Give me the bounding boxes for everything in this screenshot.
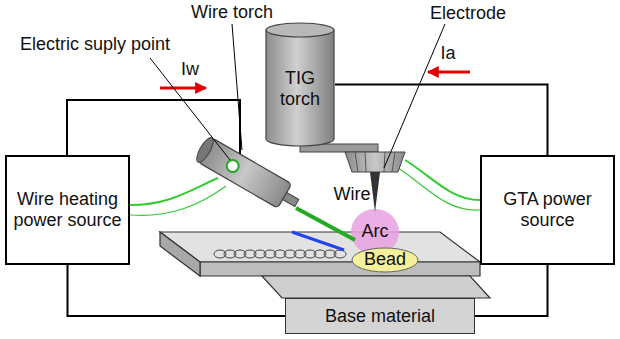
current-arrow — [160, 87, 206, 90]
torch-cylinder: TIG torch — [265, 22, 335, 147]
callout-label: Wire — [334, 185, 371, 205]
node-label: Wire heating power source — [13, 189, 122, 230]
callout-label: Ia — [440, 44, 455, 64]
green-cable — [130, 186, 226, 215]
callout-label: Iw — [181, 60, 199, 80]
electrode — [370, 172, 380, 212]
wire-torch-cap — [194, 135, 217, 164]
plate-side — [160, 232, 200, 276]
callout-label: Electric suply point — [20, 35, 170, 55]
power-cable — [475, 265, 548, 316]
power-source-box: GTA power source — [480, 155, 615, 265]
leader-line — [150, 58, 230, 160]
molten-pool — [352, 248, 418, 272]
leader-line — [232, 24, 242, 150]
cylinder-top — [266, 23, 334, 37]
wire-torch — [194, 135, 304, 215]
callout-label: Bead — [364, 250, 406, 270]
plate-front — [200, 262, 480, 276]
nozzle-ridge — [392, 152, 395, 172]
green-cable — [398, 168, 480, 210]
power-cable — [68, 265, 286, 316]
base-block: Base material — [285, 298, 475, 334]
wire-torch-body — [198, 138, 292, 208]
current-arrow — [428, 71, 470, 74]
node-label: TIG torch — [269, 68, 331, 109]
power-source-box: Wire heating power source — [5, 155, 130, 265]
blue-stream — [292, 232, 344, 250]
green-cable — [405, 160, 480, 200]
green-cable — [130, 178, 218, 205]
nozzle-ridge — [365, 152, 366, 172]
bead-ripples — [214, 250, 346, 258]
callout-label: Arc — [362, 222, 389, 242]
nozzle-ridge — [384, 152, 385, 172]
wire-tip — [283, 193, 299, 207]
ripple — [334, 250, 346, 258]
leader-line — [384, 24, 445, 168]
callout-label: Wire torch — [191, 3, 273, 23]
cylinder-body — [266, 30, 334, 146]
node-label: Base material — [325, 306, 435, 327]
node-label: GTA power source — [488, 189, 607, 230]
block-top — [262, 276, 490, 298]
supply-point — [225, 158, 241, 174]
plate-top — [160, 232, 480, 262]
filler-wire — [296, 208, 355, 240]
callout-label: Electrode — [430, 4, 506, 24]
power-cable — [335, 85, 548, 156]
nozzle-ridge — [355, 152, 358, 172]
gas-nozzle — [345, 152, 405, 172]
